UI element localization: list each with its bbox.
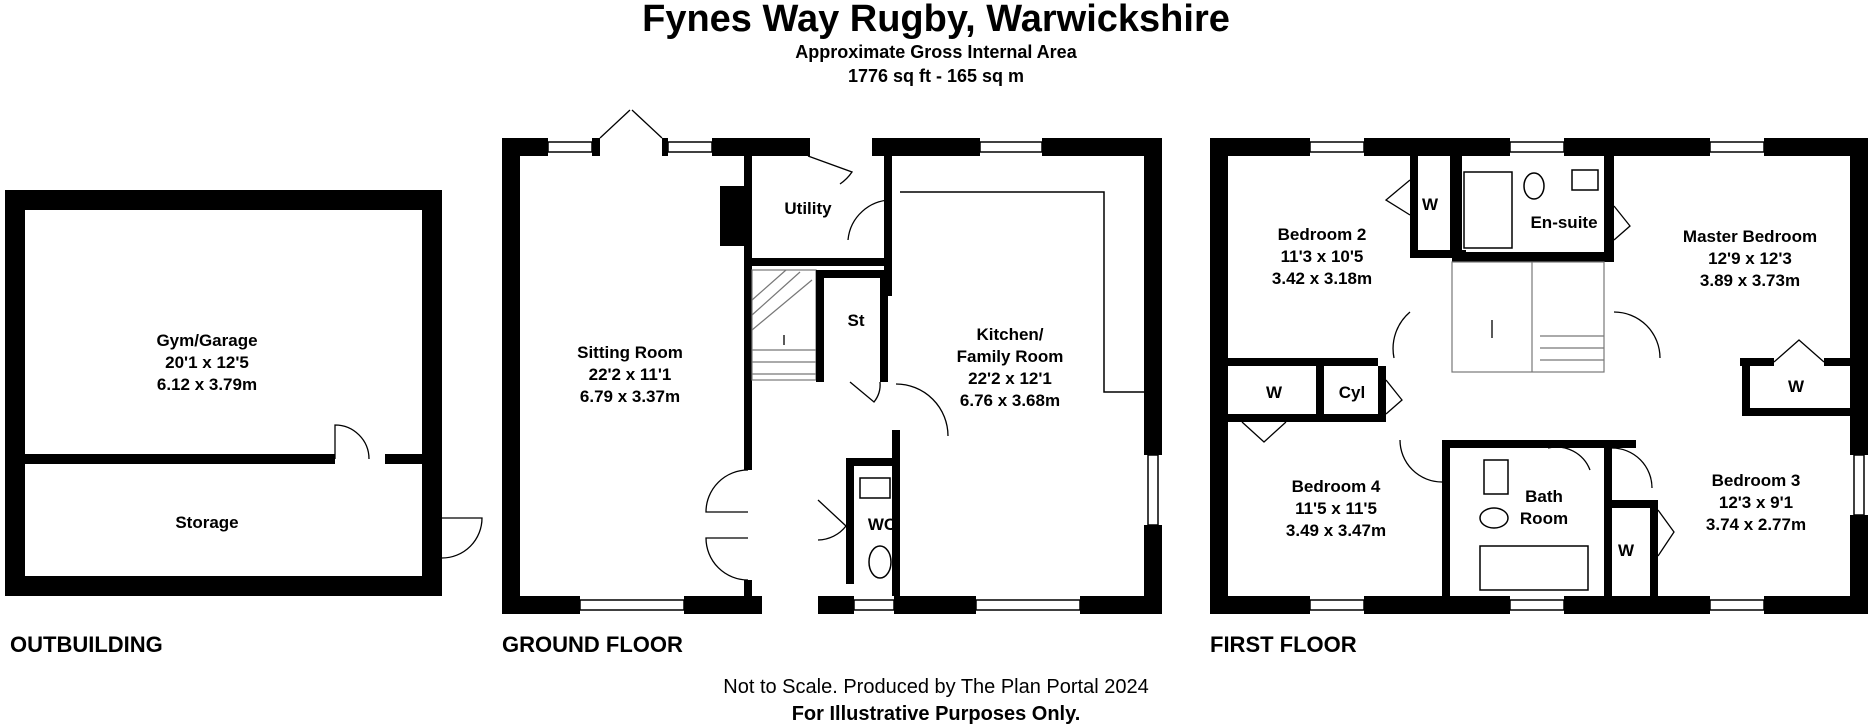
kitchen-imperial: 22'2 x 12'1: [968, 369, 1052, 388]
ground-floor-plan: [502, 109, 1162, 614]
illustrative-disclaimer: For Illustrative Purposes Only.: [791, 703, 1081, 725]
ground-floor-section-label: GROUND FLOOR: [502, 632, 683, 657]
first-floor-plan: [1210, 138, 1868, 614]
kitchen-label-2: Family Room: [957, 347, 1064, 366]
plan-area: 1776 sq ft - 165 sq m: [847, 66, 1025, 86]
bath-label-2: Room: [1520, 509, 1568, 528]
first-floor-section-label: FIRST FLOOR: [1210, 632, 1357, 657]
outbuilding-section-label: OUTBUILDING: [10, 632, 163, 657]
bedroom-2-imperial: 11'3 x 10'5: [1281, 247, 1364, 266]
gym-garage-metric: 6.12 x 3.79m: [157, 375, 257, 394]
plan-subtitle: Approximate Gross Internal Area: [795, 42, 1077, 62]
outbuilding-plan: [5, 190, 483, 596]
master-bedroom-metric: 3.89 x 3.73m: [1700, 271, 1800, 290]
wardrobe-1-label: W: [1422, 195, 1439, 214]
bedroom-4-label: Bedroom 4: [1292, 477, 1381, 496]
utility-label: Utility: [784, 199, 832, 218]
sitting-room-metric: 6.79 x 3.37m: [580, 387, 680, 406]
gym-garage-imperial: 20'1 x 12'5: [165, 353, 249, 372]
bedroom-3-label: Bedroom 3: [1712, 471, 1801, 490]
gym-garage-label: Gym/Garage: [156, 331, 257, 350]
bedroom-3-metric: 3.74 x 2.77m: [1706, 515, 1806, 534]
storage-label: Storage: [175, 513, 238, 532]
bedroom-4-metric: 3.49 x 3.47m: [1286, 521, 1386, 540]
plan-title: Fynes Way Rugby, Warwickshire: [642, 0, 1230, 40]
scale-note: Not to Scale. Produced by The Plan Porta…: [723, 676, 1149, 698]
cylinder-label: Cyl: [1339, 383, 1365, 402]
master-bedroom-label: Master Bedroom: [1683, 227, 1817, 246]
bedroom-3-imperial: 12'3 x 9'1: [1719, 493, 1793, 512]
bedroom-2-metric: 3.42 x 3.18m: [1272, 269, 1372, 288]
bedroom-4-imperial: 11'5 x 11'5: [1295, 499, 1377, 518]
kitchen-metric: 6.76 x 3.68m: [960, 391, 1060, 410]
master-bedroom-imperial: 12'9 x 12'3: [1708, 249, 1792, 268]
wardrobe-3-label: W: [1266, 383, 1283, 402]
wardrobe-4-label: W: [1618, 541, 1635, 560]
en-suite-label: En-suite: [1530, 213, 1597, 232]
wardrobe-2-label: W: [1788, 377, 1805, 396]
sitting-room-label: Sitting Room: [577, 343, 683, 362]
bedroom-2-label: Bedroom 2: [1278, 225, 1367, 244]
kitchen-label-1: Kitchen/: [976, 325, 1043, 344]
sitting-room-imperial: 22'2 x 11'1: [589, 365, 672, 384]
bath-label-1: Bath: [1525, 487, 1563, 506]
st-label: St: [848, 311, 865, 330]
wc-label: WC: [868, 515, 896, 534]
